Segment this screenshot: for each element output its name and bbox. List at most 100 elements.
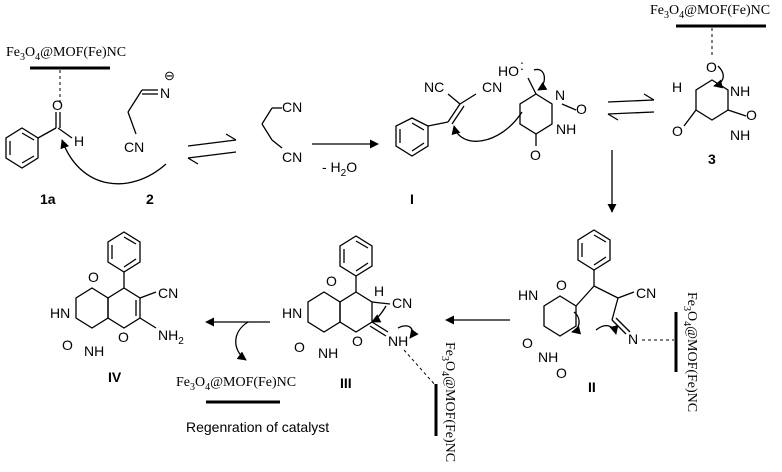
atom-o-iii-left: O — [294, 339, 305, 355]
atom-nh-iii-imine: NH — [388, 333, 408, 349]
fused-rings-iv — [75, 287, 141, 329]
compound-label-3: 3 — [708, 151, 716, 167]
atom-nh2-iv: NH2 — [158, 327, 184, 347]
bond-ii-ch-chcn — [593, 285, 619, 299]
atom-nh-iv: NH — [84, 343, 104, 359]
compound-label-ii: II — [588, 379, 596, 395]
atom-o-iii-ring: O — [352, 333, 363, 349]
atom-nh-3-top: NH — [730, 83, 750, 99]
atom-cn-iii: CN — [392, 295, 412, 311]
atom-n-enol-a: N — [555, 87, 565, 103]
atom-o-iv-ring: O — [118, 329, 129, 345]
atom-ho-enol: HO — [498, 63, 519, 79]
compound-label-iv: IV — [108, 369, 122, 385]
atom-nh-ii: NH — [538, 349, 558, 365]
bond-iv-cn — [139, 291, 157, 299]
atom-o-ii-top: O — [556, 277, 567, 293]
barbituric-ring-3 — [695, 79, 729, 121]
atom-o-3-top: O — [706, 59, 717, 75]
bond-iii-imine-b — [369, 325, 387, 337]
bond-iii-ch2cn — [371, 301, 391, 305]
svg-text:Fe3O4@MOF(Fe)NC: Fe3O4@MOF(Fe)NC — [6, 45, 126, 63]
compound-label-1a: 1a — [40, 191, 56, 207]
curved-arrow-attack-1a — [60, 139, 167, 185]
equilibrium-arrow-1 — [187, 133, 237, 165]
curved-arrow-iii-b — [397, 325, 419, 339]
atom-cn-2b: CN — [282, 149, 302, 165]
regeneration-caption: Regenration of catalyst — [186, 419, 329, 435]
malononitrile-2 — [261, 107, 283, 149]
bond-i-alkene-a — [447, 103, 461, 123]
atom-o-iv-left: O — [62, 337, 73, 353]
curved-arrow-3 — [713, 65, 724, 89]
bond-i-nc — [447, 93, 461, 105]
atom-hn-iv: HN — [50, 305, 70, 321]
svg-text:Fe3O4@MOF(Fe)NC: Fe3O4@MOF(Fe)NC — [681, 292, 699, 412]
bond-ii-ring-to-ch — [575, 285, 595, 307]
bond-enol-c2o-a — [561, 103, 577, 111]
equilibrium-arrow-2 — [607, 93, 655, 121]
bond-ii-cyano-a — [611, 319, 627, 335]
atom-cn-ii: CN — [636, 285, 656, 301]
bond-3-c6o — [683, 109, 697, 127]
catalyst-label-top-right: Fe3O4@MOF(Fe)NC — [650, 3, 770, 21]
catalyst-coordination-dash-iii — [403, 349, 437, 387]
pyrimidine-ring-enol — [519, 77, 553, 135]
atom-nh-enol: NH — [556, 121, 576, 137]
benzene-ring-ii — [577, 229, 611, 271]
atom-o-ii-bottom: O — [556, 365, 567, 381]
atom-n-anion: N — [160, 85, 170, 101]
bond-i-cn — [459, 93, 477, 105]
bond-c-h-1a — [57, 127, 73, 139]
water-loss-label: - H2O — [322, 159, 357, 179]
compound-label-2: 2 — [146, 191, 154, 207]
bond-i-alkene-b — [451, 105, 465, 125]
atom-o-ii-left: O — [522, 335, 533, 351]
atom-o-enol-c6: O — [530, 147, 541, 163]
atom-o-enol-c2: O — [576, 101, 587, 117]
atom-cn-i: CN — [482, 79, 502, 95]
catalyst-label-bottom-left: Fe3O4@MOF(Fe)NC — [176, 375, 296, 393]
atom-nh-3-bottom: NH — [730, 127, 750, 143]
bond-ch2-cn — [127, 89, 143, 113]
curved-arrow-ii-b — [595, 324, 619, 335]
benzene-ring-iv — [107, 231, 141, 273]
catalyst-label-right: Fe3O4@MOF(Fe)NC — [681, 292, 699, 412]
atom-nc-i: NC — [424, 79, 444, 95]
benzene-ring-i — [395, 117, 429, 157]
atom-cn-anion: CN — [124, 139, 144, 155]
atom-h-1a: H — [74, 133, 84, 149]
curved-arrow-iii-a — [371, 305, 387, 323]
atom-o-3-left: O — [672, 123, 683, 139]
bond-iii-imine-a — [371, 321, 389, 333]
catalyst-label-top-left: Fe3O4@MOF(Fe)NC — [6, 45, 126, 63]
barbituric-ring-ii — [543, 295, 577, 337]
bond-ii-cyano-c — [611, 297, 619, 321]
bond-ii-cn-top — [617, 291, 635, 299]
compound-label-i: I — [410, 191, 414, 207]
curved-arrow-enol — [533, 68, 548, 91]
curved-arrow-michael — [451, 111, 523, 142]
svg-text:Fe3O4@MOF(Fe)NC: Fe3O4@MOF(Fe)NC — [650, 3, 770, 21]
atom-h-3: H — [672, 79, 682, 95]
atom-n-ii: N — [628, 331, 638, 347]
atom-o-iv-top: O — [88, 269, 99, 285]
atom-cn-iv: CN — [158, 285, 178, 301]
atom-hn-ii: HN — [518, 287, 538, 303]
bond-i-to-ring — [427, 121, 449, 127]
atom-o-3-c2: O — [746, 107, 757, 123]
fused-rings-iii — [307, 291, 373, 333]
atom-nh-iii: NH — [318, 345, 338, 361]
curved-arrow-catalyst-release — [235, 321, 249, 361]
bond-ring-carbonyl — [37, 127, 57, 139]
bond-ch2-cn-lower — [127, 111, 137, 135]
svg-text:Fe3O4@MOF(Fe)NC: Fe3O4@MOF(Fe)NC — [176, 375, 296, 393]
atom-cn-2a: CN — [282, 99, 302, 115]
bond-ii-cyano-b — [615, 317, 631, 333]
atom-o-iii-top: O — [326, 273, 337, 289]
curved-arrow-ii-a — [571, 311, 582, 335]
bond-3-c2o — [727, 109, 747, 117]
lone-pair-dots: : — [520, 57, 524, 73]
